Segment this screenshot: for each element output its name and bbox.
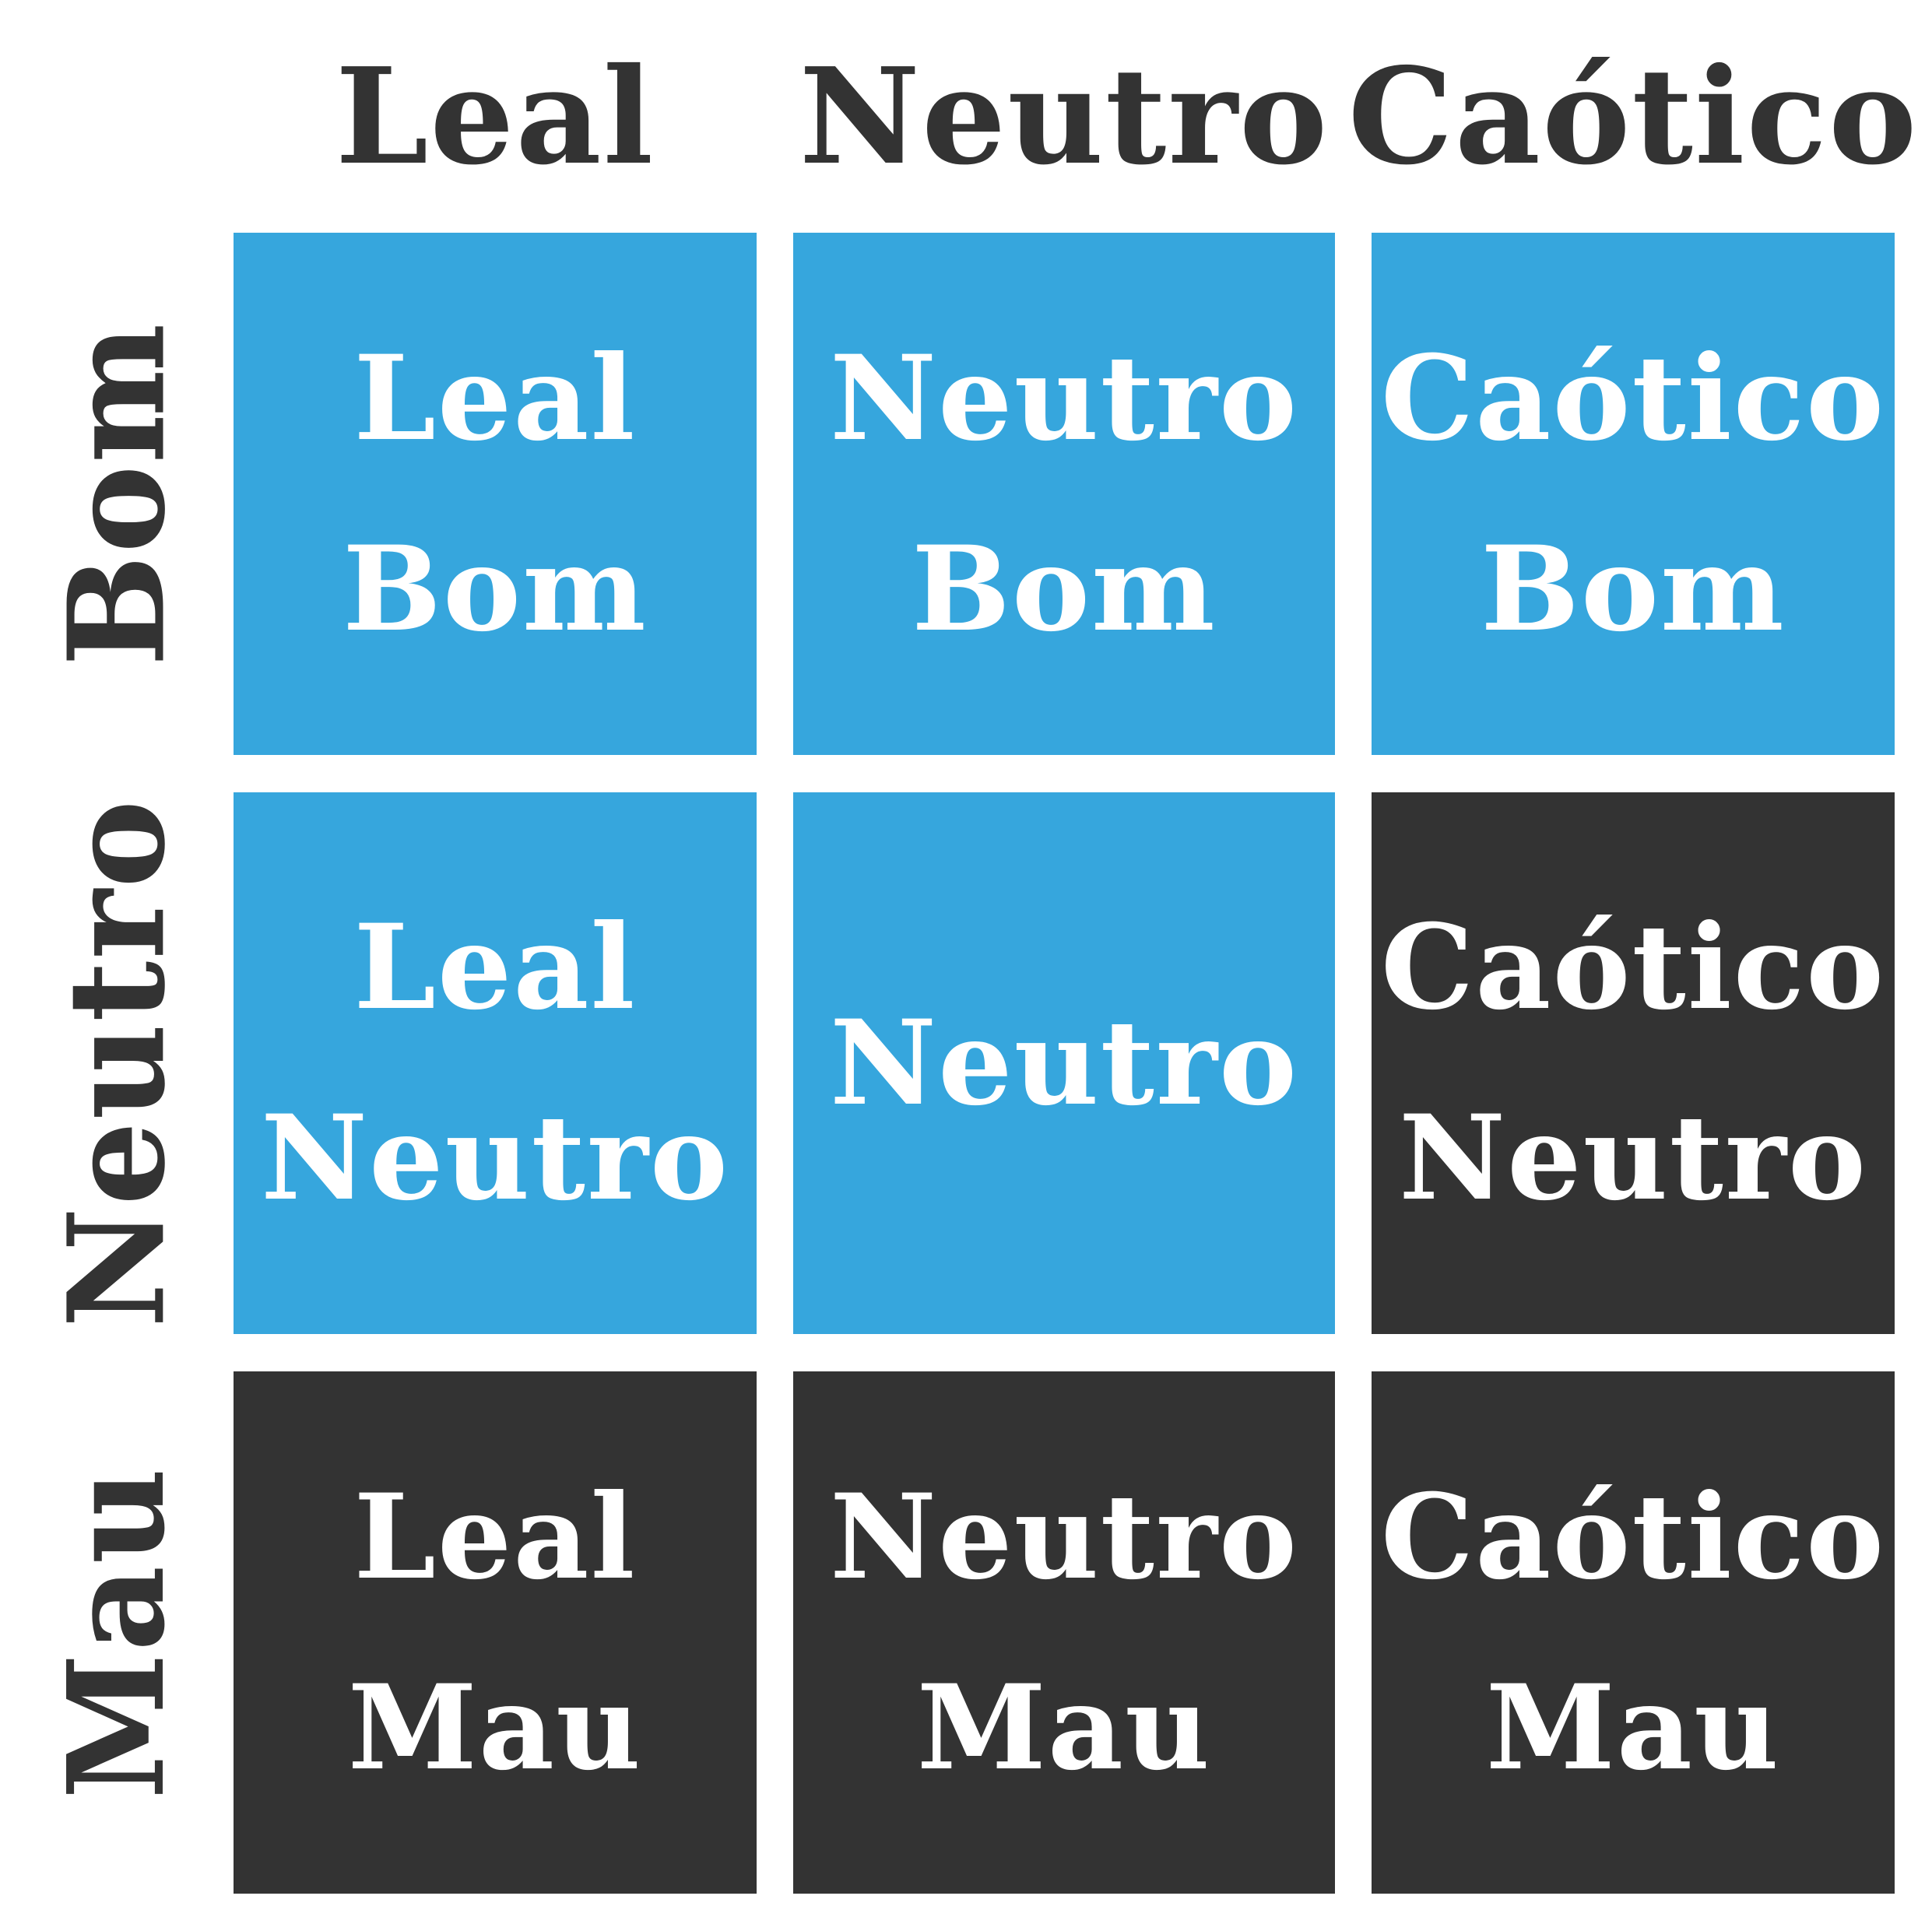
cell-line-1: Caótico — [1380, 899, 1886, 1036]
row-header-label: Mau — [39, 1466, 195, 1799]
row-header-label: Bom — [39, 321, 195, 666]
cell-line-2: Neutro — [261, 1090, 729, 1227]
cell-line-2: Bom — [1481, 520, 1786, 658]
cell-line-2: Bom — [912, 520, 1217, 658]
row-header-label: Neutro — [39, 798, 195, 1329]
cell-line-1: Leal — [353, 899, 637, 1036]
row-header-mau: Mau — [39, 1371, 195, 1894]
cell-leal-mau: Leal Mau — [234, 1371, 757, 1894]
cell-line-2: Mau — [1485, 1659, 1781, 1796]
cell-line-1: Caótico — [1380, 1468, 1886, 1606]
cell-neutro-neutro: Neutro — [793, 792, 1335, 1334]
cell-caotico-neutro: Caótico Neutro — [1372, 792, 1895, 1334]
row-header-bom: Bom — [39, 233, 195, 755]
cell-line-1: Neutro — [830, 994, 1298, 1132]
column-header-leal: Leal — [335, 39, 655, 195]
cell-line-2: Mau — [347, 1659, 643, 1796]
cell-caotico-bom: Caótico Bom — [1372, 233, 1895, 755]
cell-neutro-bom: Neutro Bom — [793, 233, 1335, 755]
cell-neutro-mau: Neutro Mau — [793, 1371, 1335, 1894]
cell-line-1: Caótico — [1380, 329, 1886, 467]
cell-caotico-mau: Caótico Mau — [1372, 1371, 1895, 1894]
cell-line-1: Neutro — [830, 329, 1298, 467]
cell-line-1: Leal — [353, 1468, 637, 1606]
cell-leal-neutro: Leal Neutro — [234, 792, 757, 1334]
cell-line-1: Leal — [353, 329, 637, 467]
row-header-neutro: Neutro — [39, 792, 195, 1334]
cell-line-1: Neutro — [830, 1468, 1298, 1606]
column-header-caotico: Caótico — [1347, 39, 1919, 195]
cell-line-2: Bom — [342, 520, 648, 658]
cell-line-2: Neutro — [1399, 1090, 1867, 1227]
cell-leal-bom: Leal Bom — [234, 233, 757, 755]
cell-line-2: Mau — [916, 1659, 1212, 1796]
column-header-neutro: Neutro — [799, 39, 1330, 195]
